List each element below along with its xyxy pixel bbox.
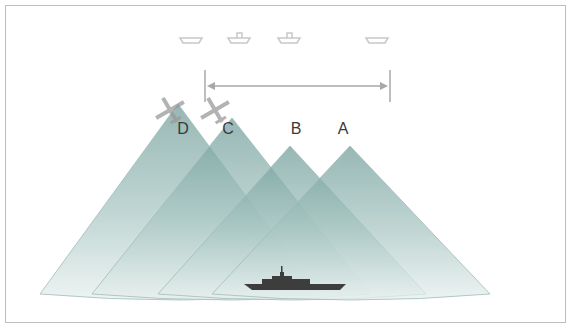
coverage-cone: A [212,100,490,300]
ship-hull [244,284,346,290]
vessel-icon [228,33,250,43]
aircraft-icon [149,90,191,130]
range-bracket [205,70,390,102]
vessel-icon [366,38,388,43]
cone-shape [212,146,490,300]
ship-mast [281,266,283,273]
bracket-line [213,85,382,87]
aircraft-icons [149,90,236,130]
ship-silhouette [244,266,346,290]
aircraft-icon [194,90,236,130]
frame-border [6,6,566,323]
arrow-head [207,82,215,90]
cone-letter: C [222,120,234,138]
cone-letter: B [291,120,302,138]
vessel-icon [180,38,202,43]
cone-letter: D [177,120,189,138]
bracket-end [389,70,391,102]
arrow-head [380,82,388,90]
ship-superstructure [262,272,310,284]
cone-outline [212,100,490,300]
bracket-end [204,70,206,102]
vessel-icons [180,33,388,43]
cone-letter: A [338,120,349,138]
vessel-icon [278,33,300,43]
